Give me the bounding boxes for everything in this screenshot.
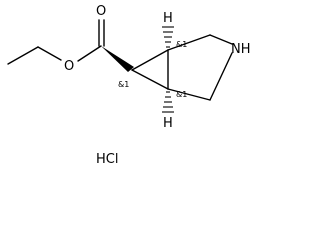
bond-ch3-ch2 <box>7 46 39 65</box>
stereo-flag-c5: &1 <box>176 90 187 99</box>
bond-ch2-o <box>37 46 62 61</box>
ester-oxygen-label: O <box>64 59 74 74</box>
hashed-bond-bottom-h <box>162 91 174 113</box>
bond-c1-c2 <box>167 34 211 51</box>
stereo-flag-c6: &1 <box>118 80 129 89</box>
bond-c6-c1 <box>131 49 169 71</box>
top-hydrogen-label: H <box>163 11 173 26</box>
bond-c2-n <box>209 34 233 45</box>
bond-c6-c5 <box>131 69 169 90</box>
salt-label: HCl <box>96 152 118 167</box>
ring-nitrogen-label: NH <box>231 42 251 57</box>
carbonyl-oxygen-label: O <box>96 4 106 19</box>
bond-n-c4 <box>209 52 233 101</box>
wedge-bond-c6 <box>101 46 134 72</box>
hashed-bond-top-h <box>162 26 174 48</box>
bond-o-carbonyl-c <box>77 45 102 62</box>
bottom-hydrogen-label: H <box>163 116 173 131</box>
bond-c4-c5 <box>167 88 211 101</box>
molecule-drawing: O O NH H H &1 &1 &1 HCl <box>7 4 251 167</box>
stereo-flag-c1: &1 <box>176 40 187 49</box>
